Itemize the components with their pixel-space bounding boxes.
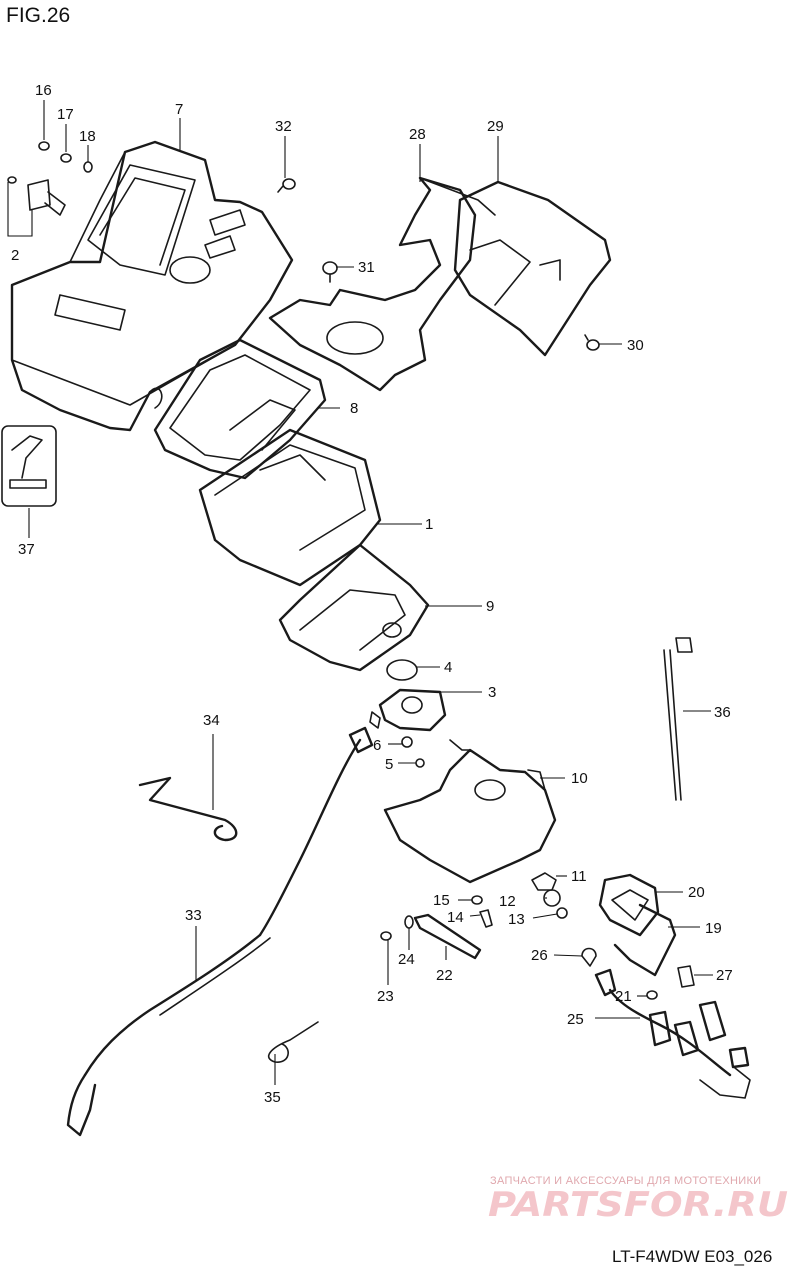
callout-15: 15 (433, 892, 450, 909)
callout-29: 29 (487, 118, 504, 135)
callout-6: 6 (373, 737, 381, 754)
leader-lines (7, 100, 713, 1085)
callout-34: 34 (203, 712, 220, 729)
wiring-harness (594, 968, 751, 1099)
callout-9: 9 (486, 598, 494, 615)
callout-8: 8 (350, 400, 358, 417)
callout-19: 19 (705, 920, 722, 937)
callout-17: 17 (57, 106, 74, 123)
plate-22 (413, 913, 482, 960)
callout-35: 35 (264, 1089, 281, 1106)
bulb-26 (581, 947, 597, 967)
bolt-14 (479, 909, 493, 928)
meter-cover (10, 140, 294, 432)
callout-10: 10 (571, 770, 588, 787)
callout-22: 22 (436, 967, 453, 984)
callout-25: 25 (567, 1011, 584, 1028)
meter-bracket (268, 176, 496, 392)
nut-13 (556, 907, 568, 919)
figure-title: FIG.26 (6, 4, 70, 27)
callout-3: 3 (488, 684, 496, 701)
lower-bracket (383, 739, 557, 884)
callout-1: 1 (425, 516, 433, 533)
callout-13: 13 (508, 911, 525, 928)
screw-31 (322, 261, 338, 283)
case-frame (153, 338, 327, 480)
diagram-code: LT-F4WDW E03_026 (612, 1247, 772, 1266)
screw-16 (38, 141, 50, 151)
callout-32: 32 (275, 118, 292, 135)
bush-6 (401, 736, 413, 748)
handlebar-shroud (453, 180, 612, 357)
clip-35 (267, 1021, 319, 1063)
washer-17 (60, 153, 72, 163)
bulb-27 (677, 965, 695, 988)
callout-4: 4 (444, 659, 452, 676)
o-ring (386, 659, 418, 681)
watermark-brand: PARTSFOR.RU (488, 1185, 788, 1225)
screw-32 (277, 178, 296, 193)
screw-23 (380, 931, 392, 941)
case-base (278, 543, 430, 672)
callout-26: 26 (531, 947, 548, 964)
screw-5 (415, 758, 425, 768)
callout-2: 2 (11, 247, 19, 264)
meter-case (198, 428, 382, 587)
screw-21 (646, 990, 658, 1000)
caution-label (1, 425, 57, 507)
callout-14: 14 (447, 909, 464, 926)
callout-12: 12 (499, 893, 516, 910)
callouts: 1 2 3 4 5 6 7 8 9 10 11 12 13 14 15 16 1… (11, 82, 733, 1106)
callout-11: 11 (571, 868, 587, 885)
callout-30: 30 (627, 337, 644, 354)
callout-20: 20 (688, 884, 705, 901)
callout-23: 23 (377, 988, 394, 1005)
spacer-12 (543, 889, 561, 907)
socket-cover (598, 873, 677, 977)
callout-5: 5 (385, 756, 393, 773)
callout-33: 33 (185, 907, 202, 924)
nut-15 (471, 895, 483, 905)
grommet-11 (531, 872, 557, 891)
speedometer-cable (66, 726, 374, 1137)
reset-knob (7, 176, 66, 216)
callout-18: 18 (79, 128, 96, 145)
callout-37: 37 (18, 541, 35, 558)
indicator-unit (369, 688, 447, 732)
callout-16: 16 (35, 82, 52, 99)
watermark-tagline: ЗАПЧАСТИ И АКСЕССУАРЫ ДЛЯ МОТОТЕХНИКИ (490, 1175, 761, 1187)
callout-31: 31 (358, 259, 375, 276)
callout-21: 21 (615, 988, 632, 1005)
callout-24: 24 (398, 951, 415, 968)
callout-27: 27 (716, 967, 733, 984)
screw-30 (584, 334, 600, 351)
wire-clip-34 (138, 776, 238, 842)
callout-36: 36 (714, 704, 731, 721)
callout-7: 7 (175, 101, 183, 118)
washer-24 (404, 915, 414, 929)
callout-28: 28 (409, 126, 426, 143)
cable-tie (663, 637, 693, 801)
washer-18 (83, 161, 93, 173)
